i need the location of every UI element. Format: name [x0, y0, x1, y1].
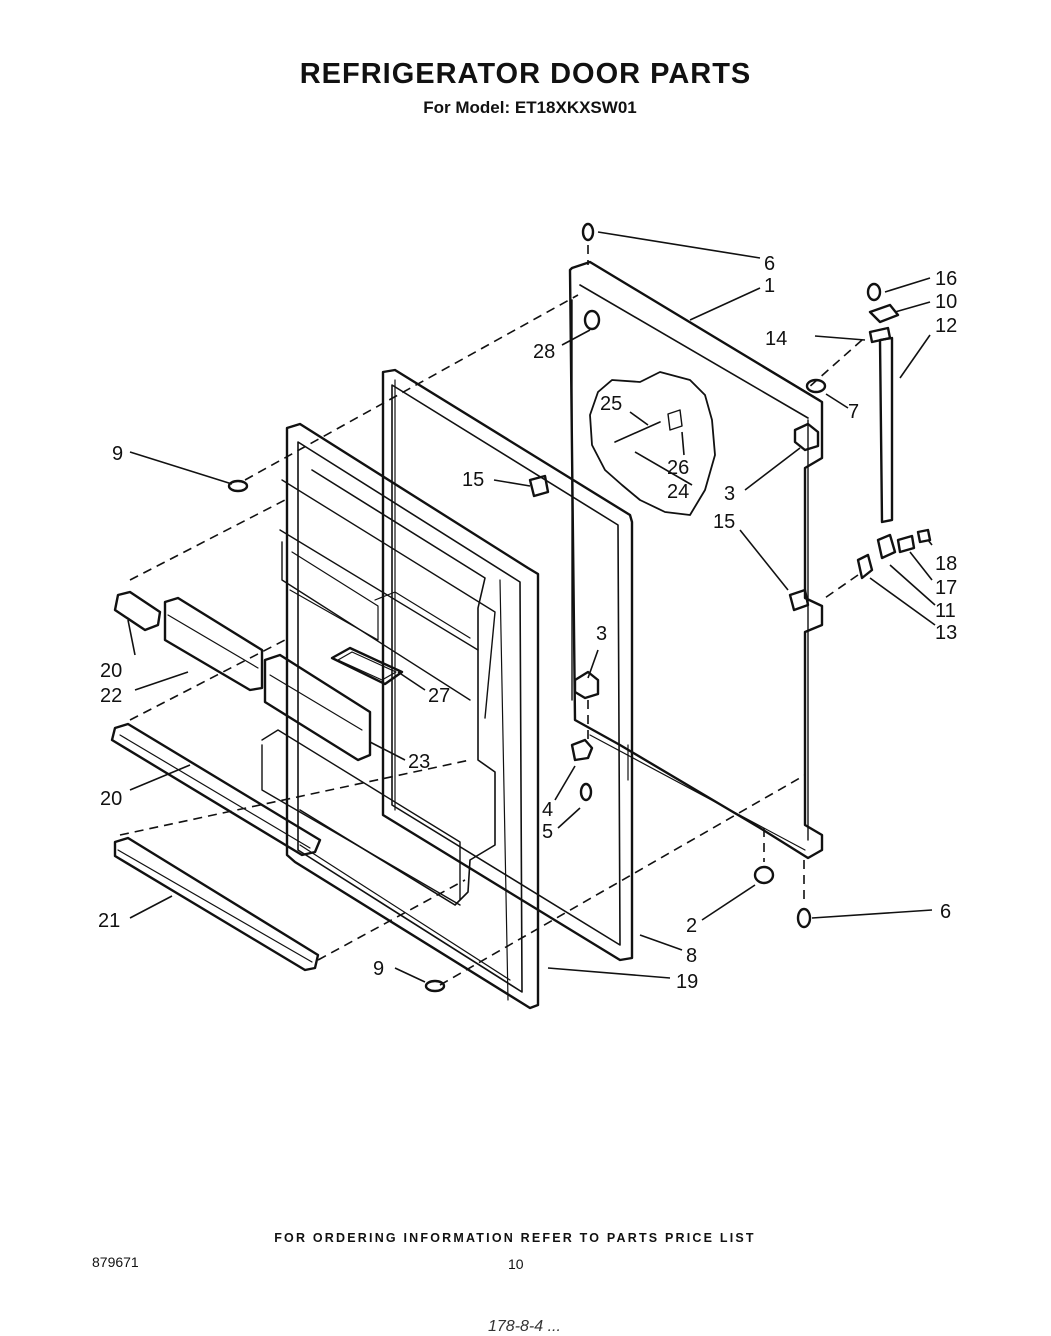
leveler-2 — [753, 865, 775, 885]
shelf-retainer-20a — [113, 590, 162, 632]
callout-label: 21 — [98, 910, 120, 932]
page-number: 10 — [508, 1256, 524, 1272]
callout-label: 8 — [686, 945, 697, 967]
bottom-hinge — [570, 738, 594, 762]
screw-17 — [896, 534, 916, 554]
ordering-note: FOR ORDERING INFORMATION REFER TO PARTS … — [274, 1231, 756, 1245]
hinge-pin-15a — [528, 474, 550, 498]
callout-label: 12 — [935, 315, 957, 337]
document-number: 879671 — [92, 1254, 139, 1270]
screw-9b — [424, 979, 446, 993]
handwritten-note: 178-8-4 ... — [488, 1318, 561, 1335]
plug-28 — [583, 309, 601, 331]
screw-18 — [916, 528, 932, 544]
callout-label: 3 — [724, 483, 735, 505]
callout-label: 23 — [408, 751, 430, 773]
callout-label: 22 — [100, 685, 122, 707]
callout-label: 11 — [935, 600, 956, 622]
callout-label: 20 — [100, 660, 122, 682]
shelf-retainer-20b — [110, 722, 322, 857]
top-screw-6 — [581, 222, 595, 242]
callout-label: 24 — [667, 481, 689, 503]
callout-label: 14 — [765, 328, 787, 350]
outer-door-panel — [568, 260, 824, 860]
door-gasket — [381, 368, 634, 962]
callout-label: 15 — [713, 511, 735, 533]
callout-label: 19 — [676, 971, 698, 993]
butter-door — [330, 646, 404, 686]
leader-lines — [127, 231, 936, 983]
inner-door-liner — [261, 422, 540, 1010]
callout-label: 18 — [935, 553, 957, 575]
page-title: REFRIGERATOR DOOR PARTS — [299, 58, 752, 90]
callout-label: 1 — [764, 275, 775, 297]
clip-10 — [868, 303, 900, 324]
callout-label: 25 — [600, 393, 622, 415]
handle-bracket-11 — [876, 533, 897, 560]
screw-5 — [579, 782, 593, 802]
model-subtitle: For Model: ET18XKXSW01 — [423, 98, 637, 117]
callout-label: 17 — [935, 577, 957, 599]
callout-label: 13 — [935, 622, 957, 644]
spring-14 — [868, 326, 892, 344]
callout-label: 3 — [596, 623, 607, 645]
shelf-front-23 — [263, 653, 372, 762]
callout-label: 26 — [667, 457, 689, 479]
bottom-screw-6 — [796, 907, 812, 929]
callout-label: 28 — [533, 341, 555, 363]
screw-16 — [866, 282, 882, 302]
foam-cutaway — [589, 371, 716, 516]
callout-label: 15 — [462, 469, 484, 491]
screw-9a — [227, 479, 249, 493]
callout-label: 10 — [935, 291, 957, 313]
callout-label: 27 — [428, 685, 450, 707]
hinge-pin-15b — [788, 588, 810, 612]
shelf-front-22 — [163, 596, 264, 692]
callout-label: 4 — [542, 799, 553, 821]
alignment-lines — [119, 245, 863, 986]
handle — [878, 336, 894, 524]
callout-label: 6 — [764, 253, 775, 275]
callout-label: 6 — [940, 901, 951, 923]
callout-label: 5 — [542, 821, 553, 843]
handle-bracket-13 — [856, 553, 874, 580]
callout-label: 7 — [848, 401, 859, 423]
callout-label: 16 — [935, 268, 957, 290]
shelf-retainer-21 — [113, 836, 320, 972]
callout-label: 20 — [100, 788, 122, 810]
callout-labels: 6 1 28 16 10 14 12 7 25 26 24 15 3 15 18… — [98, 253, 957, 993]
callout-label: 2 — [686, 915, 697, 937]
top-hinge — [793, 422, 820, 452]
callout-label: 9 — [373, 958, 384, 980]
center-hinge — [573, 670, 600, 700]
callout-label: 9 — [112, 443, 123, 465]
